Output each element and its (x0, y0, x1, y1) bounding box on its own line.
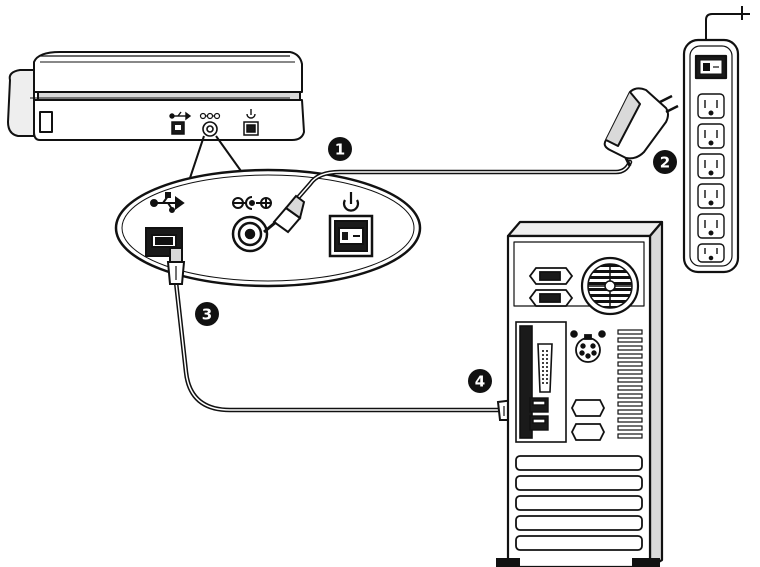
ps2-port (575, 334, 601, 363)
step-badge-label: 2 (660, 154, 670, 172)
tower-feet (496, 558, 660, 567)
scanner-power-switch (243, 121, 259, 136)
scanner-device (7, 51, 305, 141)
outlet (697, 243, 725, 263)
step-badge-2: 2 (653, 150, 677, 174)
dc-power-polarity-icon (232, 196, 272, 210)
closeup-power-switch (328, 214, 374, 258)
scanner-usb-port (171, 121, 185, 135)
expansion-slots (515, 455, 643, 551)
outlet (697, 213, 725, 239)
psu-power-sockets (528, 267, 574, 307)
closeup-dc-jack (231, 215, 269, 253)
power-strip-outlets (697, 93, 725, 263)
scanner-dc-jack (202, 121, 218, 137)
step-badge-label: 3 (202, 306, 212, 324)
outlet (697, 183, 725, 209)
dc-plug (263, 194, 306, 234)
step-badge-label: 1 (335, 141, 345, 159)
usb-icon (169, 111, 192, 121)
step-badge-1: 1 (328, 137, 352, 161)
mini-usb-plug (166, 247, 186, 285)
psu-fan (580, 256, 640, 316)
dc-power-polarity-icon (199, 112, 221, 120)
usb-cable (173, 279, 503, 413)
case-vents (617, 329, 643, 439)
power-adapter-cable (293, 159, 633, 203)
power-symbol-icon (342, 192, 360, 212)
power-symbol-icon (246, 109, 256, 119)
wall-power-adapter (603, 87, 679, 167)
outlet (697, 123, 725, 149)
step-badge-3: 3 (195, 302, 219, 326)
usb-icon (150, 192, 185, 213)
serial-ports (570, 399, 606, 441)
small-ports (570, 330, 606, 338)
outlet (697, 153, 725, 179)
computer-usb-ports (529, 397, 549, 431)
outlet (697, 93, 725, 119)
parallel-port (537, 343, 553, 393)
step-badge-label: 4 (475, 373, 485, 391)
step-badge-4: 4 (468, 369, 492, 393)
